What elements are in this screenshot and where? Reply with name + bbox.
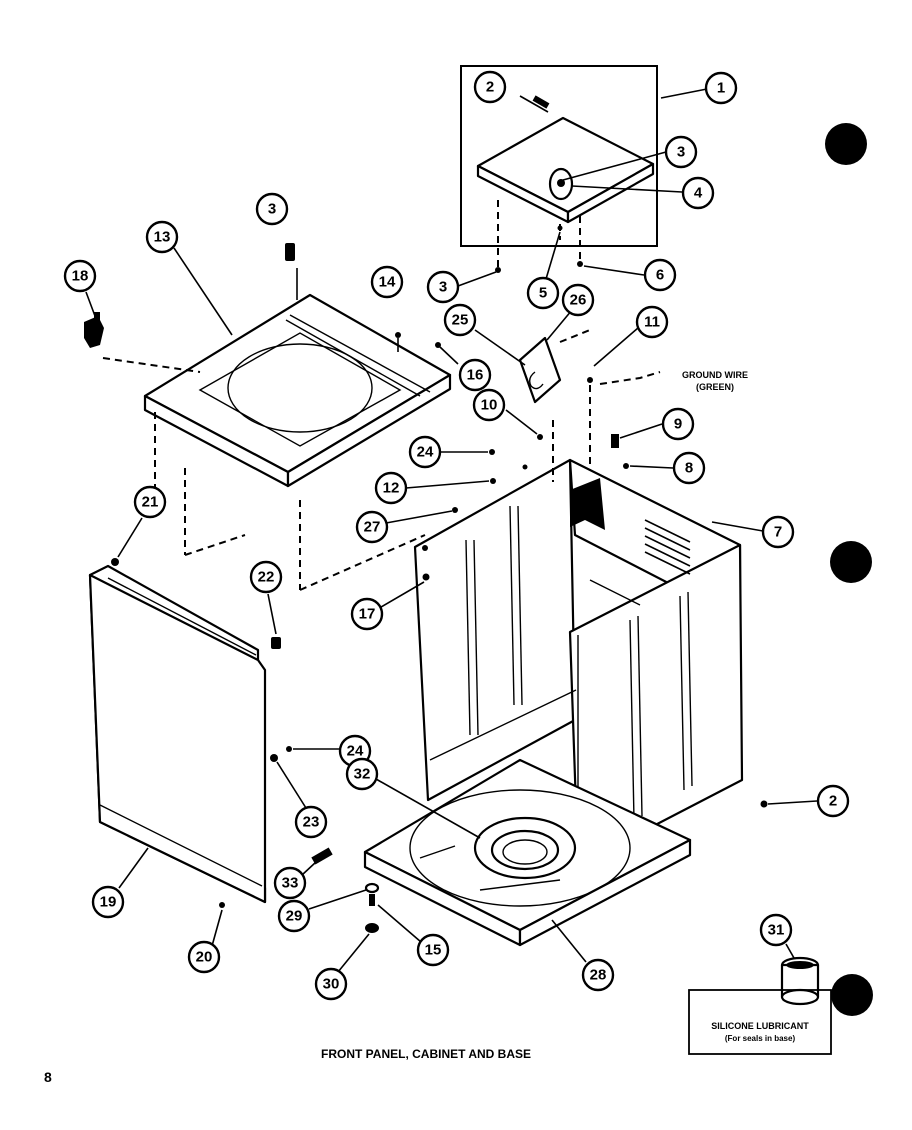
svg-text:16: 16 [467,367,484,384]
callout-3-hinge: 3 [426,270,460,304]
callout-3-lid: 3 [664,135,698,169]
svg-text:33: 33 [282,875,299,892]
callout-25: 25 [443,303,477,337]
callout-11: 11 [635,305,669,339]
binder-hole-middle [830,541,872,583]
svg-text:21: 21 [142,494,159,511]
leader-lines [85,88,818,973]
svg-text:7: 7 [774,524,782,541]
callout-30: 30 [314,967,348,1001]
svg-text:3: 3 [677,144,685,161]
svg-text:10: 10 [481,397,498,414]
binder-hole-bottom [831,974,873,1016]
top-panel [102,243,452,591]
callout-12: 12 [374,471,408,505]
callout-26: 26 [561,283,595,317]
bracket-part [395,329,591,404]
svg-text:17: 17 [359,606,376,623]
ground-wire-label: GROUND WIRE [682,370,748,380]
callout-2-lid: 2 [473,70,507,104]
svg-text:24: 24 [417,444,434,461]
svg-text:2: 2 [486,79,494,96]
callout-31: 31 [759,913,793,947]
svg-text:5: 5 [539,285,547,302]
callout-23: 23 [294,805,328,839]
callout-28: 28 [581,958,615,992]
svg-text:26: 26 [570,292,587,309]
callout-22: 22 [249,560,283,594]
callout-7: 7 [761,515,795,549]
svg-text:19: 19 [100,894,117,911]
callout-27: 27 [355,510,389,544]
svg-text:23: 23 [303,814,320,831]
svg-text:18: 18 [72,268,89,285]
cabinet [413,371,744,867]
callout-9: 9 [661,407,695,441]
ground-wire-color: (GREEN) [696,382,734,392]
svg-text:28: 28 [590,967,607,984]
lubricant-can [688,956,832,1055]
callout-24-top: 24 [408,435,442,469]
lubricant-label: SILICONE LUBRICANT [711,1021,809,1031]
callout-18: 18 [63,259,97,293]
callout-21: 21 [133,485,167,519]
svg-text:32: 32 [354,766,371,783]
callout-32: 32 [345,757,379,791]
svg-text:3: 3 [268,201,276,218]
front-panel [88,558,292,908]
callout-20: 20 [187,940,221,974]
svg-text:3: 3 [439,279,447,296]
cabinet-vent-louvers [644,519,691,575]
clip-part [84,312,104,348]
svg-text:6: 6 [656,267,664,284]
svg-text:15: 15 [425,942,442,959]
lubricant-note: (For seals in base) [725,1034,796,1043]
svg-text:4: 4 [694,185,703,202]
callout-33: 33 [273,866,307,900]
svg-text:11: 11 [644,314,660,331]
callout-14: 14 [370,265,404,299]
page-number: 8 [44,1069,52,1085]
svg-text:22: 22 [258,569,275,586]
callout-4: 4 [681,176,715,210]
callout-19: 19 [91,885,125,919]
binder-hole-top [825,123,867,165]
svg-text:29: 29 [286,908,303,925]
svg-text:31: 31 [768,922,785,939]
svg-text:13: 13 [154,229,171,246]
svg-text:2: 2 [829,793,837,810]
callout-29: 29 [277,899,311,933]
svg-text:27: 27 [364,519,381,536]
callout-6: 6 [643,258,677,292]
callout-1: 1 [704,71,738,105]
callout-13: 13 [145,220,179,254]
svg-text:1: 1 [717,80,725,97]
svg-text:8: 8 [685,460,693,477]
svg-text:30: 30 [323,976,340,993]
callout-17: 17 [350,597,384,631]
svg-text:14: 14 [379,274,396,291]
callout-16: 16 [458,358,492,392]
svg-text:12: 12 [383,480,400,497]
callout-2-cabinet: 2 [816,784,850,818]
callout-5: 5 [526,276,560,310]
svg-text:25: 25 [452,312,469,329]
svg-text:24: 24 [347,743,364,760]
callout-15: 15 [416,933,450,967]
svg-text:20: 20 [196,949,213,966]
callout-3-top: 3 [255,192,289,226]
callout-10: 10 [472,388,506,422]
base [311,758,768,947]
callout-8: 8 [672,451,706,485]
diagram-caption: FRONT PANEL, CABINET AND BASE [321,1047,531,1061]
svg-text:9: 9 [674,416,682,433]
